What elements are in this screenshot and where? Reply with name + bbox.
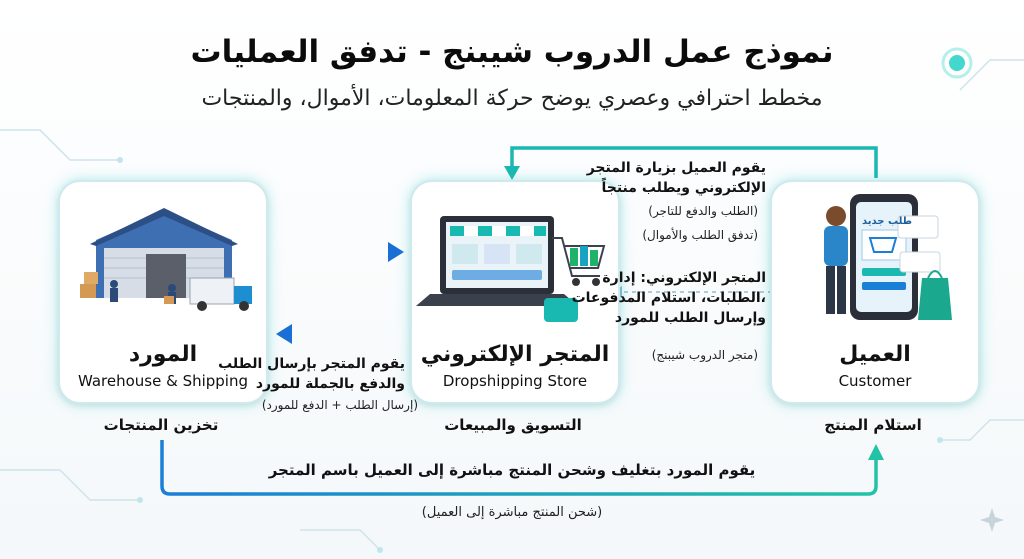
circuit-decoration	[0, 59, 1024, 551]
store-caption: التسويق والمبيعات	[444, 416, 582, 434]
circuit-dots	[117, 157, 943, 553]
store-to-supplier-line2: والدفع بالجملة للمورد	[255, 376, 405, 392]
store-process-line1: المتجر الإلكتروني: إدارة	[602, 270, 766, 286]
arrow-supplier-to-customer	[160, 440, 878, 496]
supplier-subtitle: Warehouse & Shipping	[77, 372, 249, 390]
customer-flow-note1: (الطلب والدفع للتاجر)	[648, 204, 758, 218]
store-process-line3: وإرسال الطلب للمورد	[614, 310, 766, 326]
customer-flow-line2: الإلكتروني ويطلب منتجاً	[601, 180, 767, 196]
store-title: المتجر الإلكتروني	[420, 342, 610, 367]
customer-subtitle: Customer	[838, 372, 912, 390]
arrow-customer-to-store	[510, 146, 878, 178]
store-subtitle: Dropshipping Store	[442, 372, 588, 390]
supplier-card: المورد Warehouse & Shipping	[58, 180, 268, 404]
customer-flow-note2: (تدفق الطلب والأموال)	[642, 228, 758, 242]
store-process-note: (متجر الدروب شيبنج)	[651, 348, 758, 362]
customer-card: طلب جديد العميل Customer	[770, 180, 980, 404]
customer-caption: استلام المنتج	[824, 416, 922, 434]
page-subtitle: مخطط احترافي وعصري يوضح حركة المعلومات، …	[201, 86, 823, 111]
supplier-title: المورد	[128, 342, 198, 367]
sparkle-icon	[980, 508, 1004, 532]
store-to-supplier-note: (إرسال الطلب + الدفع للمورد)	[261, 398, 418, 412]
supplier-to-customer-note: (شحن المنتج مباشرة إلى العميل)	[421, 505, 603, 520]
supplier-to-customer-line: يقوم المورد بتغليف وشحن المنتج مباشرة إل…	[268, 461, 756, 479]
page-title: نموذج عمل الدروب شيبنج - تدفق العمليات	[190, 34, 834, 70]
customer-title: العميل	[839, 342, 911, 367]
glow-node-icon	[949, 55, 965, 71]
store-card: المتجر الإلكتروني Dropshipping Store	[410, 180, 620, 404]
laptop-store-icon	[416, 216, 606, 322]
customer-phone-icon	[824, 194, 952, 320]
store-to-supplier-line1: يقوم المتجر بإرسال الطلب	[218, 356, 405, 372]
customer-flow-line1: يقوم العميل بزيارة المتجر	[586, 160, 766, 176]
warehouse-icon	[80, 208, 252, 311]
store-process-line2: الطلبات، استلام المدفوعات،	[571, 290, 766, 306]
supplier-caption: تخزين المنتجات	[103, 416, 219, 434]
phone-order-label: طلب جديد	[862, 216, 913, 227]
